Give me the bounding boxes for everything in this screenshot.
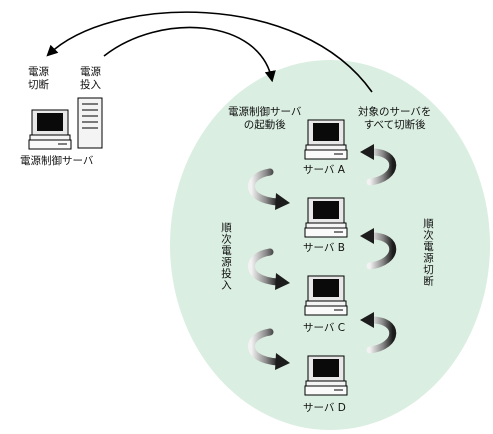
server-d-label: サーバ D [303, 402, 346, 414]
power-on-arrow [103, 26, 276, 83]
server-a-icon [304, 119, 348, 160]
server-d-icon [304, 355, 348, 396]
server-cluster-area [170, 60, 490, 430]
sequential-power-on-label: 順次電源投入 [220, 222, 232, 291]
sequential-power-off-label: 順次電源切断 [422, 218, 434, 287]
power-off-label: 電源 切断 [28, 66, 49, 91]
server-a-label: サーバ A [303, 164, 345, 176]
server-b-icon [304, 197, 348, 238]
server-c-icon [304, 275, 348, 316]
after-all-off-label: 対象のサーバを すべて切断後 [358, 106, 432, 131]
power-on-label: 電源 投入 [80, 66, 101, 91]
server-c-label: サーバ C [303, 322, 346, 334]
control-server-icon [28, 97, 103, 150]
power-off-arrow [46, 11, 373, 93]
control-server-label: 電源制御サーバ [20, 155, 94, 167]
after-start-label: 電源制御サーバ の起動後 [228, 106, 302, 131]
server-b-label: サーバ B [303, 242, 345, 254]
